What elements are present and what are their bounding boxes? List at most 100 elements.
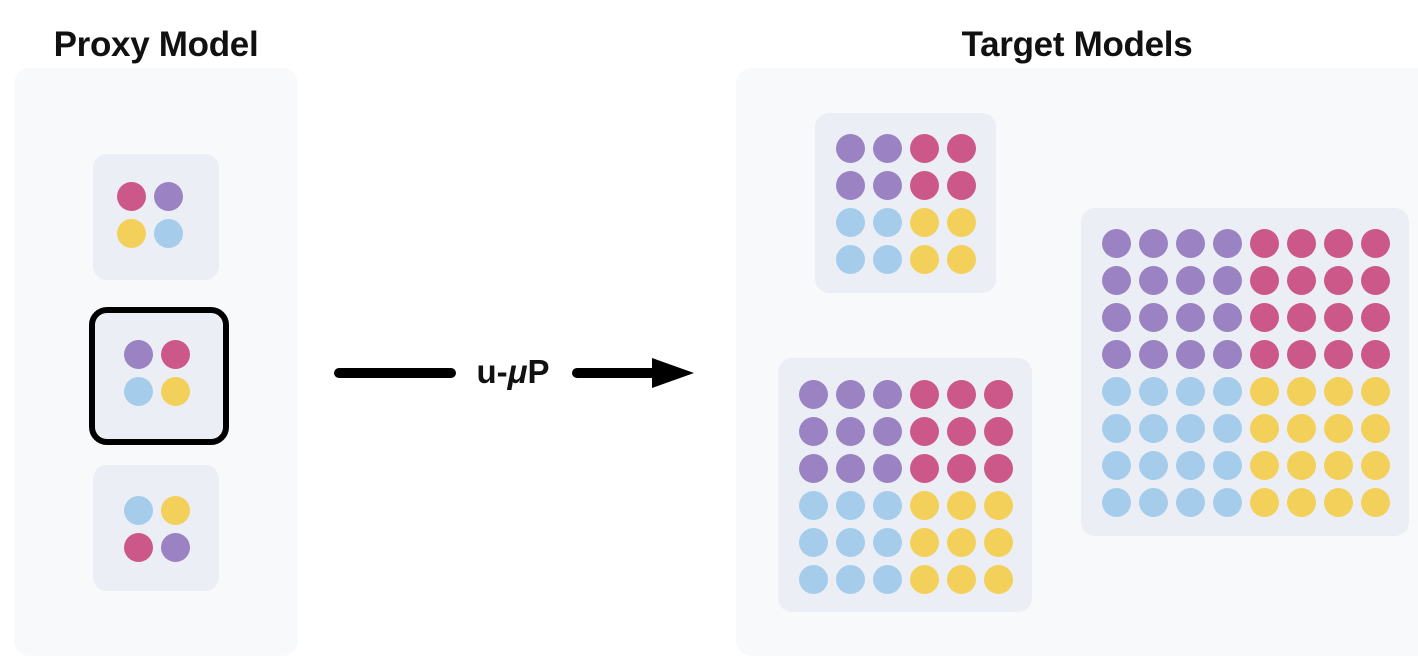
target-grid-dot bbox=[984, 417, 1013, 446]
proxy-grid-dot bbox=[154, 219, 183, 248]
target-grid-dot bbox=[1176, 266, 1205, 295]
target-grid-dot bbox=[910, 491, 939, 520]
target-grid-dot bbox=[1250, 229, 1279, 258]
target-grid-dot bbox=[1139, 414, 1168, 443]
target-grid-dot bbox=[947, 454, 976, 483]
target-grid-dot bbox=[984, 528, 1013, 557]
target-grid-dot bbox=[910, 417, 939, 446]
target-grid-dot bbox=[1361, 414, 1390, 443]
target-grid-dot bbox=[1213, 340, 1242, 369]
target-grid-dot bbox=[836, 454, 865, 483]
u-mup-label: u-μP bbox=[460, 352, 566, 392]
target-grid-dot bbox=[799, 454, 828, 483]
target-grid-dot bbox=[1287, 488, 1316, 517]
target-grid-dot bbox=[1324, 451, 1353, 480]
target-grid-dot bbox=[1176, 414, 1205, 443]
target-grid-dot bbox=[1139, 266, 1168, 295]
target-grid-dot bbox=[799, 380, 828, 409]
target-grid-dot bbox=[836, 528, 865, 557]
target-grid-dot bbox=[1176, 377, 1205, 406]
target-grid-dot bbox=[947, 491, 976, 520]
target-grid-dot bbox=[1324, 340, 1353, 369]
target-grid-dot bbox=[1361, 451, 1390, 480]
proxy-grid-dot bbox=[161, 340, 190, 369]
target-grid-dot bbox=[836, 245, 865, 274]
target-grid-dot bbox=[984, 454, 1013, 483]
label-mu: μ bbox=[507, 353, 528, 390]
arrow-shaft-right bbox=[572, 368, 664, 378]
target-grid-dot bbox=[873, 565, 902, 594]
proxy-grid-dot bbox=[154, 182, 183, 211]
target-grid-dot bbox=[1287, 266, 1316, 295]
target-grid-dot bbox=[1102, 340, 1131, 369]
target-grid-dot bbox=[836, 171, 865, 200]
proxy-grid-dot bbox=[124, 377, 153, 406]
target-grid-dot bbox=[910, 565, 939, 594]
target-grid-dot bbox=[947, 245, 976, 274]
target-grid-dot bbox=[1324, 414, 1353, 443]
target-grid-dot bbox=[799, 491, 828, 520]
target-grid-dot bbox=[1102, 229, 1131, 258]
target-grid-dot bbox=[1139, 451, 1168, 480]
target-grid-dot bbox=[1361, 266, 1390, 295]
target-grid-dot bbox=[1361, 340, 1390, 369]
target-grid-dot bbox=[1324, 488, 1353, 517]
target-grid-dot bbox=[910, 208, 939, 237]
arrow-shaft-left bbox=[334, 368, 456, 378]
target-grid-dot bbox=[1213, 488, 1242, 517]
target-grid-dot bbox=[873, 171, 902, 200]
target-grid-dot bbox=[836, 565, 865, 594]
target-grid-dot bbox=[836, 417, 865, 446]
target-grid-dot bbox=[1139, 488, 1168, 517]
target-grid-dot bbox=[947, 134, 976, 163]
target-grid-dot bbox=[910, 454, 939, 483]
target-grid-dot bbox=[947, 528, 976, 557]
selected-proxy-frame bbox=[89, 307, 229, 445]
target-grid-dot bbox=[1102, 266, 1131, 295]
target-grid-dot bbox=[1324, 303, 1353, 332]
target-grid-dot bbox=[1176, 451, 1205, 480]
target-grid-dot bbox=[799, 528, 828, 557]
target-grid-dot bbox=[873, 134, 902, 163]
target-grid-dot bbox=[1213, 377, 1242, 406]
target-grid-dot bbox=[1213, 414, 1242, 443]
target-grid-dot bbox=[1102, 488, 1131, 517]
target-grid-dot bbox=[947, 565, 976, 594]
target-grid-dot bbox=[1287, 229, 1316, 258]
target-grid-dot bbox=[1287, 377, 1316, 406]
proxy-grid-dot bbox=[124, 340, 153, 369]
target-grid-dot bbox=[1287, 414, 1316, 443]
target-grid-dot bbox=[910, 171, 939, 200]
target-grid-dot bbox=[873, 528, 902, 557]
proxy-grid-dot bbox=[161, 533, 190, 562]
target-grid-dot bbox=[1102, 414, 1131, 443]
target-grid-dot bbox=[947, 380, 976, 409]
target-grid-dot bbox=[1324, 377, 1353, 406]
target-grid-dot bbox=[1250, 377, 1279, 406]
target-grid-dot bbox=[910, 528, 939, 557]
label-prefix: u- bbox=[476, 353, 508, 390]
target-grid-dot bbox=[910, 380, 939, 409]
target-grid-dot bbox=[1176, 229, 1205, 258]
target-grid-dot bbox=[873, 208, 902, 237]
target-grid-dot bbox=[873, 380, 902, 409]
proxy-grid-dot bbox=[161, 377, 190, 406]
target-grid-dot bbox=[873, 491, 902, 520]
target-grid-dot bbox=[1324, 229, 1353, 258]
target-grid-dot bbox=[947, 208, 976, 237]
target-grid-dot bbox=[1139, 377, 1168, 406]
target-grid-dot bbox=[1176, 488, 1205, 517]
proxy-grid-dot bbox=[124, 496, 153, 525]
target-grid-dot bbox=[1139, 229, 1168, 258]
target-grid-dot bbox=[1361, 377, 1390, 406]
target-grid-dot bbox=[947, 171, 976, 200]
target-grid-dot bbox=[873, 454, 902, 483]
proxy-grid-dot bbox=[117, 182, 146, 211]
target-grid-dot bbox=[836, 380, 865, 409]
target-grid-dot bbox=[984, 380, 1013, 409]
target-grid-small bbox=[815, 113, 996, 293]
target-grid-dot bbox=[1250, 266, 1279, 295]
target-grid-dot bbox=[1139, 340, 1168, 369]
target-grid-dot bbox=[1250, 340, 1279, 369]
target-grid-dot bbox=[984, 491, 1013, 520]
